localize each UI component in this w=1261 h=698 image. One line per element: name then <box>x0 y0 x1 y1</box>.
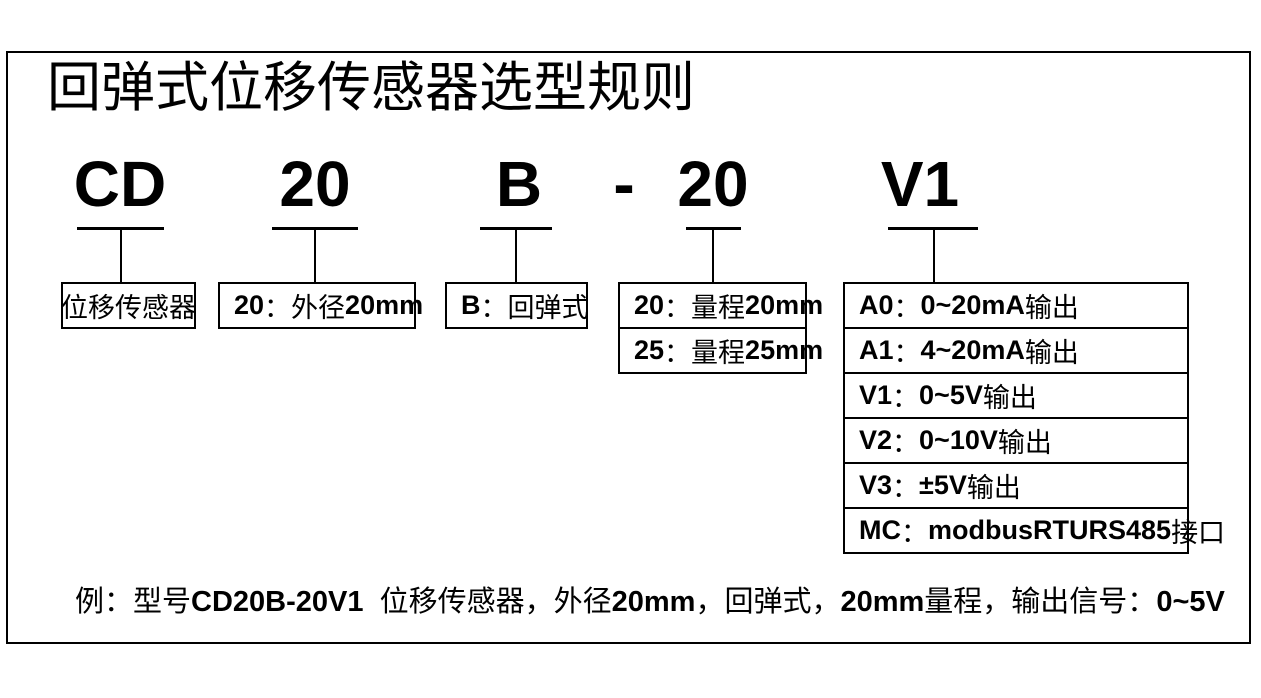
model-code-prefix: CD <box>73 148 167 220</box>
underline-prefix <box>77 227 164 230</box>
connector-prefix <box>120 229 122 283</box>
underline-diameter <box>272 227 358 230</box>
connector-type <box>515 229 517 283</box>
underline-type <box>480 227 552 230</box>
legend-box-type: B：回弹式 <box>445 282 589 329</box>
connector-output <box>933 229 935 283</box>
legend-row: B：回弹式 <box>461 290 589 323</box>
connector-range <box>712 229 714 283</box>
model-code-range: 20 <box>677 148 749 220</box>
legend-box-prefix: 位移传感器 <box>61 282 196 329</box>
legend-row: 位移传感器 <box>61 293 196 323</box>
legend-row: MC：modbus RTU RS485接口 <box>859 515 1225 548</box>
model-code-diameter: 20 <box>279 148 351 220</box>
model-code-type: B <box>495 148 543 220</box>
underline-range <box>686 227 741 230</box>
model-code-output: V1 <box>880 148 960 220</box>
page-title: 回弹式位移传感器选型规则 <box>47 58 695 118</box>
example-text: 例：型号CD20B-20V1 位移传感器，外径20mm，回弹式，20mm量程，输… <box>75 586 1225 618</box>
underline-output <box>888 227 978 230</box>
connector-diameter <box>314 229 316 283</box>
model-code-separator: - <box>613 148 635 220</box>
